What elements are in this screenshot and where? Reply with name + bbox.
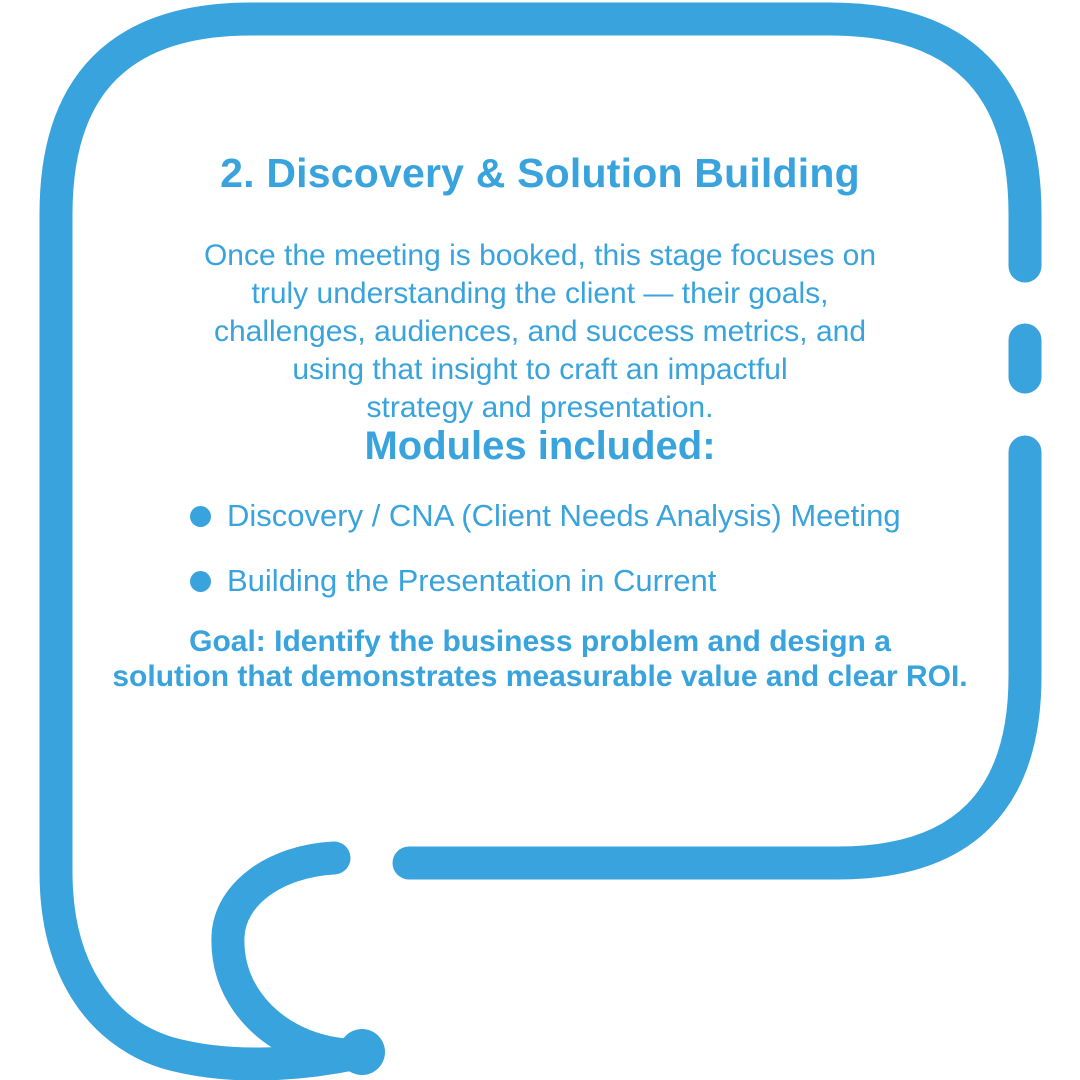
modules-list: Discovery / CNA (Client Needs Analysis) …: [190, 498, 901, 599]
intro-line: challenges, audiences, and success metri…: [213, 315, 867, 348]
list-item: Discovery / CNA (Client Needs Analysis) …: [190, 498, 901, 534]
intro-line: truly understanding the client — their g…: [251, 277, 829, 310]
bullet-dot-icon: [190, 505, 211, 527]
intro-paragraph: Once the meeting is booked, this stage f…: [0, 237, 1080, 427]
goal-statement: Goal: Identify the business problem and …: [0, 624, 1080, 694]
list-item-label: Building the Presentation in Current: [227, 563, 717, 598]
page-title: 2. Discovery & Solution Building: [220, 150, 860, 196]
modules-heading: Modules included:: [364, 424, 716, 468]
goal-line: Goal: Identify the business problem and …: [189, 625, 891, 658]
intro-line: Once the meeting is booked, this stage f…: [203, 239, 877, 272]
intro-line: using that insight to craft an impactful: [292, 353, 788, 386]
intro-line: strategy and presentation.: [366, 391, 714, 424]
list-item-label: Discovery / CNA (Client Needs Analysis) …: [227, 498, 901, 533]
list-item: Building the Presentation in Current: [190, 563, 901, 599]
goal-line: solution that demonstrates measurable va…: [112, 660, 968, 693]
bullet-dot-icon: [190, 570, 211, 592]
